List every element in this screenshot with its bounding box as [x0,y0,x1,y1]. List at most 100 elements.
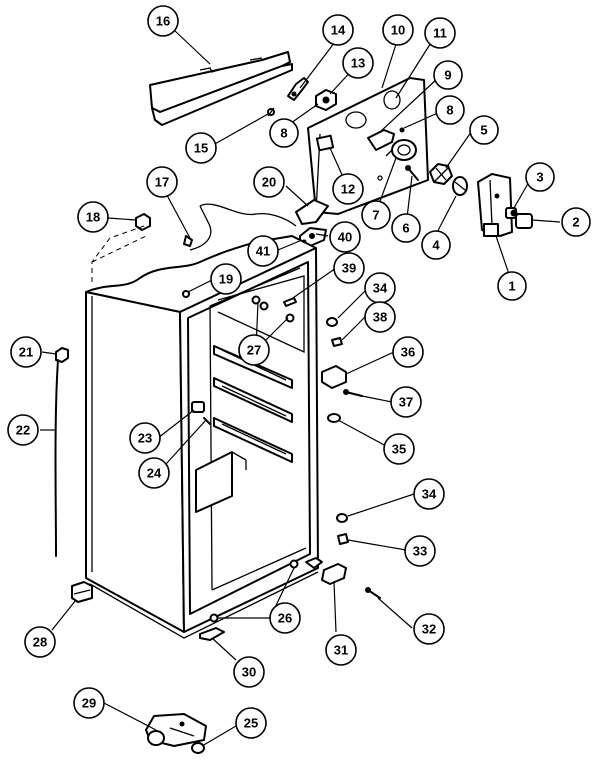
bottom-hinge-assembly-part-29 [145,713,207,747]
washer-part-35 [327,413,341,423]
screw-part-6 [405,165,419,181]
callout-6: 6 [391,213,421,243]
screw-part-19 [182,290,190,298]
callout-label: 20 [262,175,276,190]
clip-part-21 [55,347,69,363]
callout-26: 26 [269,602,301,634]
callout-11: 11 [424,17,456,49]
callout-36: 36 [392,336,424,368]
callout-label: 32 [422,622,436,637]
callout-29: 29 [73,687,105,719]
callout-21: 21 [10,336,42,368]
callout-8-left: 8 [269,118,299,148]
callout-label: 14 [331,23,346,38]
callout-label: 34 [373,281,388,296]
callout-16: 16 [147,5,179,37]
callout-label: 28 [33,635,47,650]
callout-label: 40 [338,230,352,245]
callout-label: 41 [256,244,270,259]
callout-label: 30 [242,665,256,680]
callout-31: 31 [325,634,357,666]
callout-24: 24 [138,457,170,489]
callout-label: 18 [86,210,100,225]
hinge-pin-part-33 [337,533,349,545]
callout-10: 10 [382,14,414,46]
callout-37: 37 [390,386,422,418]
callout-label: 7 [372,208,379,223]
callout-40: 40 [329,221,361,253]
callout-label: 22 [16,423,30,438]
plug-part-26 [209,559,299,623]
hinge-pin-part-38 [331,337,343,347]
screw-part-37 [343,389,363,397]
screw-part-32 [365,587,381,599]
callout-label: 35 [392,442,406,457]
bottom-hinge-part-31 [321,563,347,585]
callout-label: 16 [156,14,170,29]
callout-label: 15 [194,141,208,156]
light-switch-part [505,207,533,229]
bracket-part-13 [315,89,337,111]
callout-label: 24 [147,466,162,481]
callout-label: 31 [334,643,348,658]
callout-label: 1 [508,279,515,294]
callout-label: 19 [219,272,233,287]
callout-8-right: 8 [435,95,465,125]
callout-4: 4 [421,230,451,260]
callout-label: 2 [572,215,579,230]
callout-label: 12 [341,182,355,197]
callout-38: 38 [364,301,396,333]
callout-label: 8 [280,126,287,141]
callout-19: 19 [210,263,242,295]
callout-28: 28 [24,626,56,658]
callout-label: 6 [402,221,409,236]
callout-2: 2 [561,207,591,237]
leveling-leg-part-28 [71,581,93,603]
callout-27: 27 [238,334,270,366]
callout-15: 15 [185,132,217,164]
screw-part-17 [183,235,193,247]
bracket-part-23 [191,401,205,413]
callout-39: 39 [333,252,365,284]
callout-22: 22 [7,414,39,446]
cabinet-body [85,203,319,639]
callout-30: 30 [233,656,265,688]
callout-label: 17 [155,175,169,190]
washer-part-34-bottom [336,513,348,523]
light-bulb-part [452,176,468,196]
callout-label: 33 [413,544,427,559]
hinge-bracket-part-36 [321,365,347,389]
bracket-small-near-31 [305,557,323,569]
callout-label: 8 [446,103,453,118]
callout-label: 26 [278,611,292,626]
callout-17: 17 [146,166,178,198]
callout-23: 23 [129,422,161,454]
screw-part-15 [267,107,275,117]
callout-34-bottom: 34 [413,478,445,510]
washer-part-34-top [326,317,338,327]
hinge-cover-part-20 [295,199,329,225]
callout-label: 5 [480,123,487,138]
screws-part-27 [251,295,295,323]
callout-label: 27 [247,343,261,358]
callout-label: 39 [342,261,356,276]
callout-3: 3 [525,162,555,192]
callout-label: 9 [444,68,451,83]
callout-14: 14 [322,14,354,46]
callout-label: 21 [19,345,33,360]
callout-label: 37 [399,395,413,410]
thermostat-part [385,139,417,161]
callout-label: 34 [422,487,437,502]
callout-label: 10 [391,23,405,38]
callout-5: 5 [469,115,499,145]
callout-12: 12 [332,173,364,205]
callout-label: 38 [373,310,387,325]
callout-label: 23 [138,431,152,446]
callout-label: 11 [433,26,447,41]
clip-part-18 [135,213,151,231]
trim-strip-part [149,51,293,126]
callout-20: 20 [253,166,285,198]
light-shield-part [477,173,513,237]
callout-25: 25 [235,707,267,739]
